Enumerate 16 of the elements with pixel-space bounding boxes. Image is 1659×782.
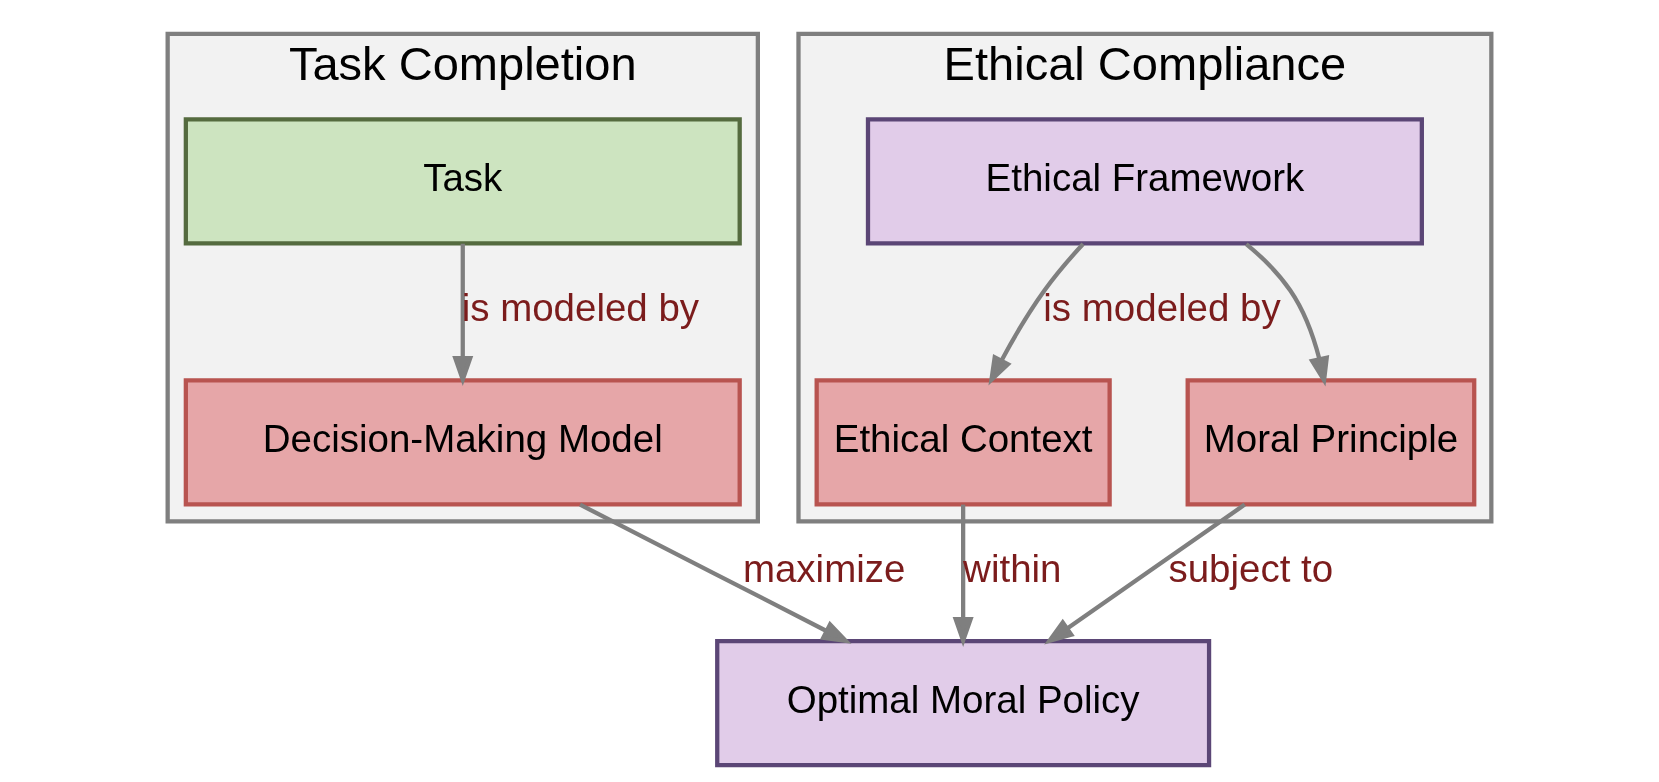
- arrow: [988, 242, 1085, 386]
- node-box: Ethical Framework: [865, 117, 1424, 246]
- edge-label: is modeled by: [461, 286, 700, 330]
- node-box: Ethical Context: [814, 378, 1112, 507]
- arrow: [579, 502, 852, 644]
- edge-label: is modeled by: [1043, 286, 1281, 330]
- arrow: [1044, 502, 1246, 645]
- arrow: [452, 243, 474, 386]
- edge-label: subject to: [1168, 547, 1334, 591]
- arrow: [1244, 242, 1330, 387]
- node-box: Optimal Moral Policy: [715, 639, 1212, 768]
- edge-label: maximize: [742, 547, 906, 591]
- node-box: Decision-Making Model: [183, 378, 742, 507]
- arrow: [952, 504, 974, 647]
- node-box: Moral Principle: [1185, 378, 1477, 507]
- node-box: Task: [183, 117, 742, 246]
